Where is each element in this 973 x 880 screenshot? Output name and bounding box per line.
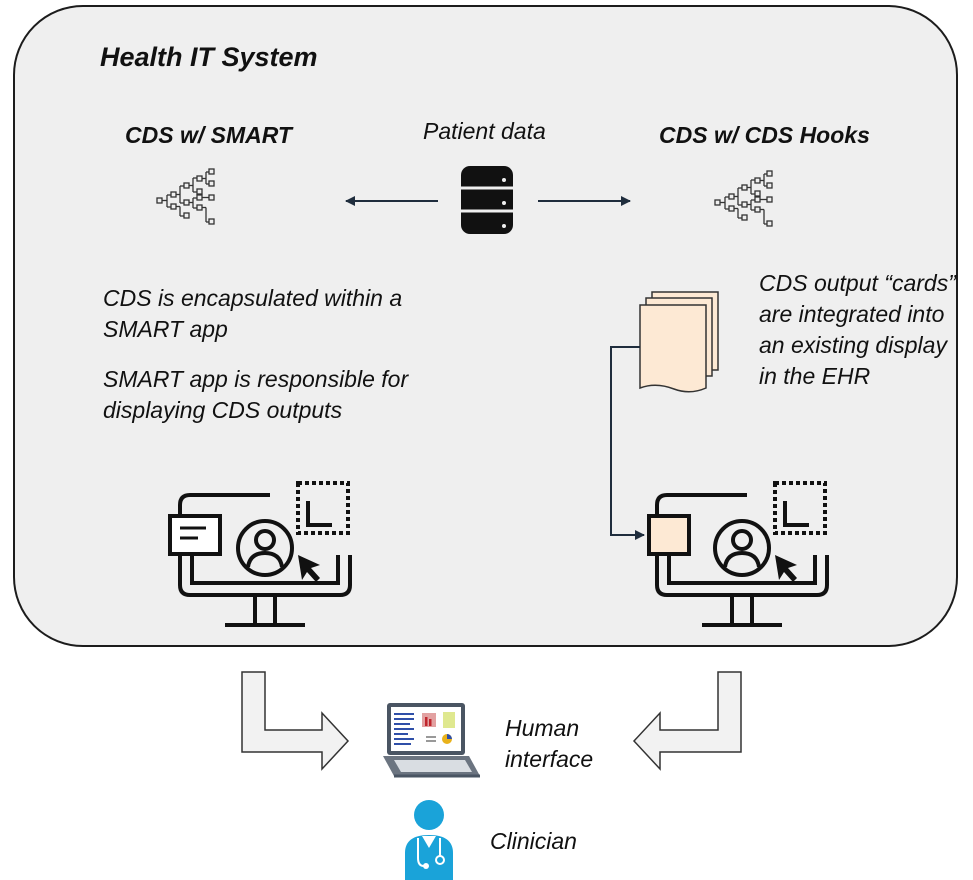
human-interface-label: Human interface — [505, 713, 615, 775]
hooks-to-human-arrow — [632, 671, 742, 771]
clinician-label: Clinician — [490, 828, 577, 854]
decision-tree-icon-smart — [156, 168, 215, 225]
system-title: Health IT System — [100, 42, 318, 72]
smart-app-window-icon — [168, 514, 222, 556]
smart-heading: CDS w/ SMART — [125, 122, 292, 148]
smart-description: CDS is encapsulated within a SMART app S… — [103, 283, 463, 426]
clinician-icon — [405, 800, 453, 880]
smart-to-human-arrow — [241, 671, 350, 771]
smart-paragraph-2: SMART app is responsible for displaying … — [103, 366, 409, 423]
patient-data-label: Patient data — [423, 118, 546, 144]
decision-tree-icon-hooks — [714, 170, 773, 227]
cards-to-ehr-arrow — [610, 346, 645, 540]
hooks-description: CDS output “cards” are integrated into a… — [759, 270, 956, 389]
laptop-icon — [383, 703, 480, 778]
hooks-heading: CDS w/ CDS Hooks — [659, 122, 870, 148]
document-stack-icon — [639, 291, 719, 393]
human-interface-text: Human interface — [505, 715, 594, 772]
ehr-card-slot-icon — [647, 514, 691, 556]
smart-paragraph-1: CDS is encapsulated within a SMART app — [103, 285, 403, 342]
database-icon — [461, 166, 513, 234]
